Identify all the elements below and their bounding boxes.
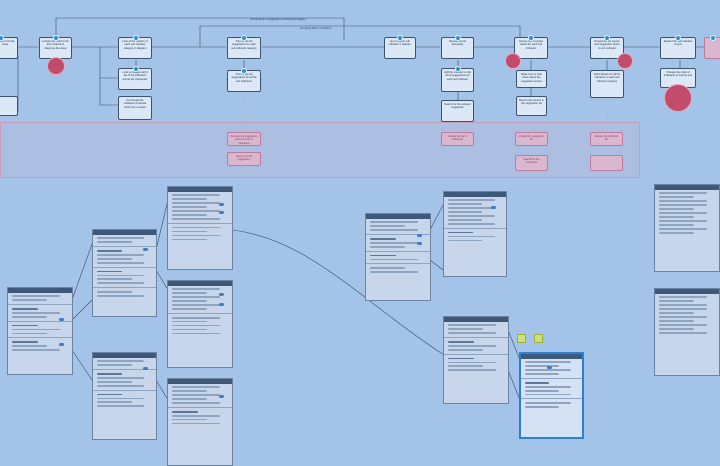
- wireframe-screen[interactable]: [167, 378, 233, 466]
- wireframe-screen[interactable]: [365, 213, 431, 301]
- wireframe-screen[interactable]: [167, 280, 233, 368]
- step-box[interactable]: Search for the relevant suggestion: [441, 100, 474, 122]
- pain-point-box[interactable]: Search for the indicators: [515, 155, 548, 171]
- wireframe-screen[interactable]: [654, 288, 720, 376]
- pain-point-box[interactable]: Sources the suggestion about the list of…: [227, 132, 261, 146]
- step-marker-dot[interactable]: [133, 35, 139, 41]
- step-marker-dot[interactable]: [455, 35, 461, 41]
- top-note-2: [comment] Order of indicators: [300, 27, 332, 30]
- step-box[interactable]: Change the order of indicators to suit t…: [660, 68, 696, 88]
- step-box[interactable]: Review the content in the suggestion lis…: [516, 96, 547, 116]
- step-box[interactable]: Look at the location of each sub indicat…: [118, 37, 152, 59]
- step-marker-dot[interactable]: [604, 35, 610, 41]
- step-box[interactable]: Turn off the list suggestions for all th…: [227, 70, 261, 92]
- comment-marker[interactable]: [505, 53, 521, 69]
- sticky-note[interactable]: [534, 334, 543, 343]
- step-box[interactable]: Make sure to note down about the suggest…: [516, 70, 547, 88]
- comment-marker[interactable]: [664, 84, 692, 112]
- wireframe-screen[interactable]: [443, 191, 507, 277]
- wireframe-screen[interactable]: [92, 229, 157, 317]
- step-box[interactable]: Add indicator for all the indicators in …: [590, 70, 624, 98]
- step-box[interactable]: Add the indicator to the list of suggest…: [441, 68, 474, 92]
- step-marker-dot[interactable]: [53, 35, 59, 41]
- step-marker-dot[interactable]: [241, 35, 247, 41]
- wireframe-screen[interactable]: [92, 352, 157, 440]
- top-note-1: [comment] list of suggestions not filter…: [250, 18, 306, 21]
- step-marker-dot[interactable]: [241, 68, 247, 74]
- step-box[interactable]: Turn off the list suggestions for each s…: [227, 37, 261, 59]
- step-marker-dot[interactable]: [710, 35, 716, 41]
- step-box[interactable]: Decide to fix this issue: [0, 37, 18, 59]
- sticky-note[interactable]: [517, 334, 526, 343]
- step-marker-dot[interactable]: [133, 66, 139, 72]
- wireframe-screen[interactable]: [7, 287, 73, 375]
- wireframe-screen[interactable]: [443, 316, 509, 404]
- step-box[interactable]: [0, 96, 18, 116]
- step-marker-dot[interactable]: [397, 35, 403, 41]
- comment-marker[interactable]: [617, 53, 633, 69]
- step-marker-dot[interactable]: [528, 35, 534, 41]
- wireframe-screen[interactable]: [167, 186, 233, 270]
- step-box[interactable]: Go through the indicators to decide whic…: [118, 96, 152, 120]
- pain-point-box[interactable]: Update the suggestion list: [515, 132, 548, 146]
- pain-point-box[interactable]: Review the indicator list: [590, 132, 623, 146]
- selected-wireframe-screen[interactable]: [519, 352, 584, 439]
- pain-point-box[interactable]: Update the list of indicators: [441, 132, 474, 146]
- wireframe-screen[interactable]: [654, 184, 720, 272]
- comment-marker[interactable]: [47, 57, 65, 75]
- step-marker-dot[interactable]: [675, 35, 681, 41]
- pain-point-box[interactable]: [590, 155, 623, 171]
- step-marker-dot[interactable]: [455, 66, 461, 72]
- pain-point-box[interactable]: Search for the suggestion: [227, 152, 261, 166]
- step-marker-dot[interactable]: [0, 35, 4, 41]
